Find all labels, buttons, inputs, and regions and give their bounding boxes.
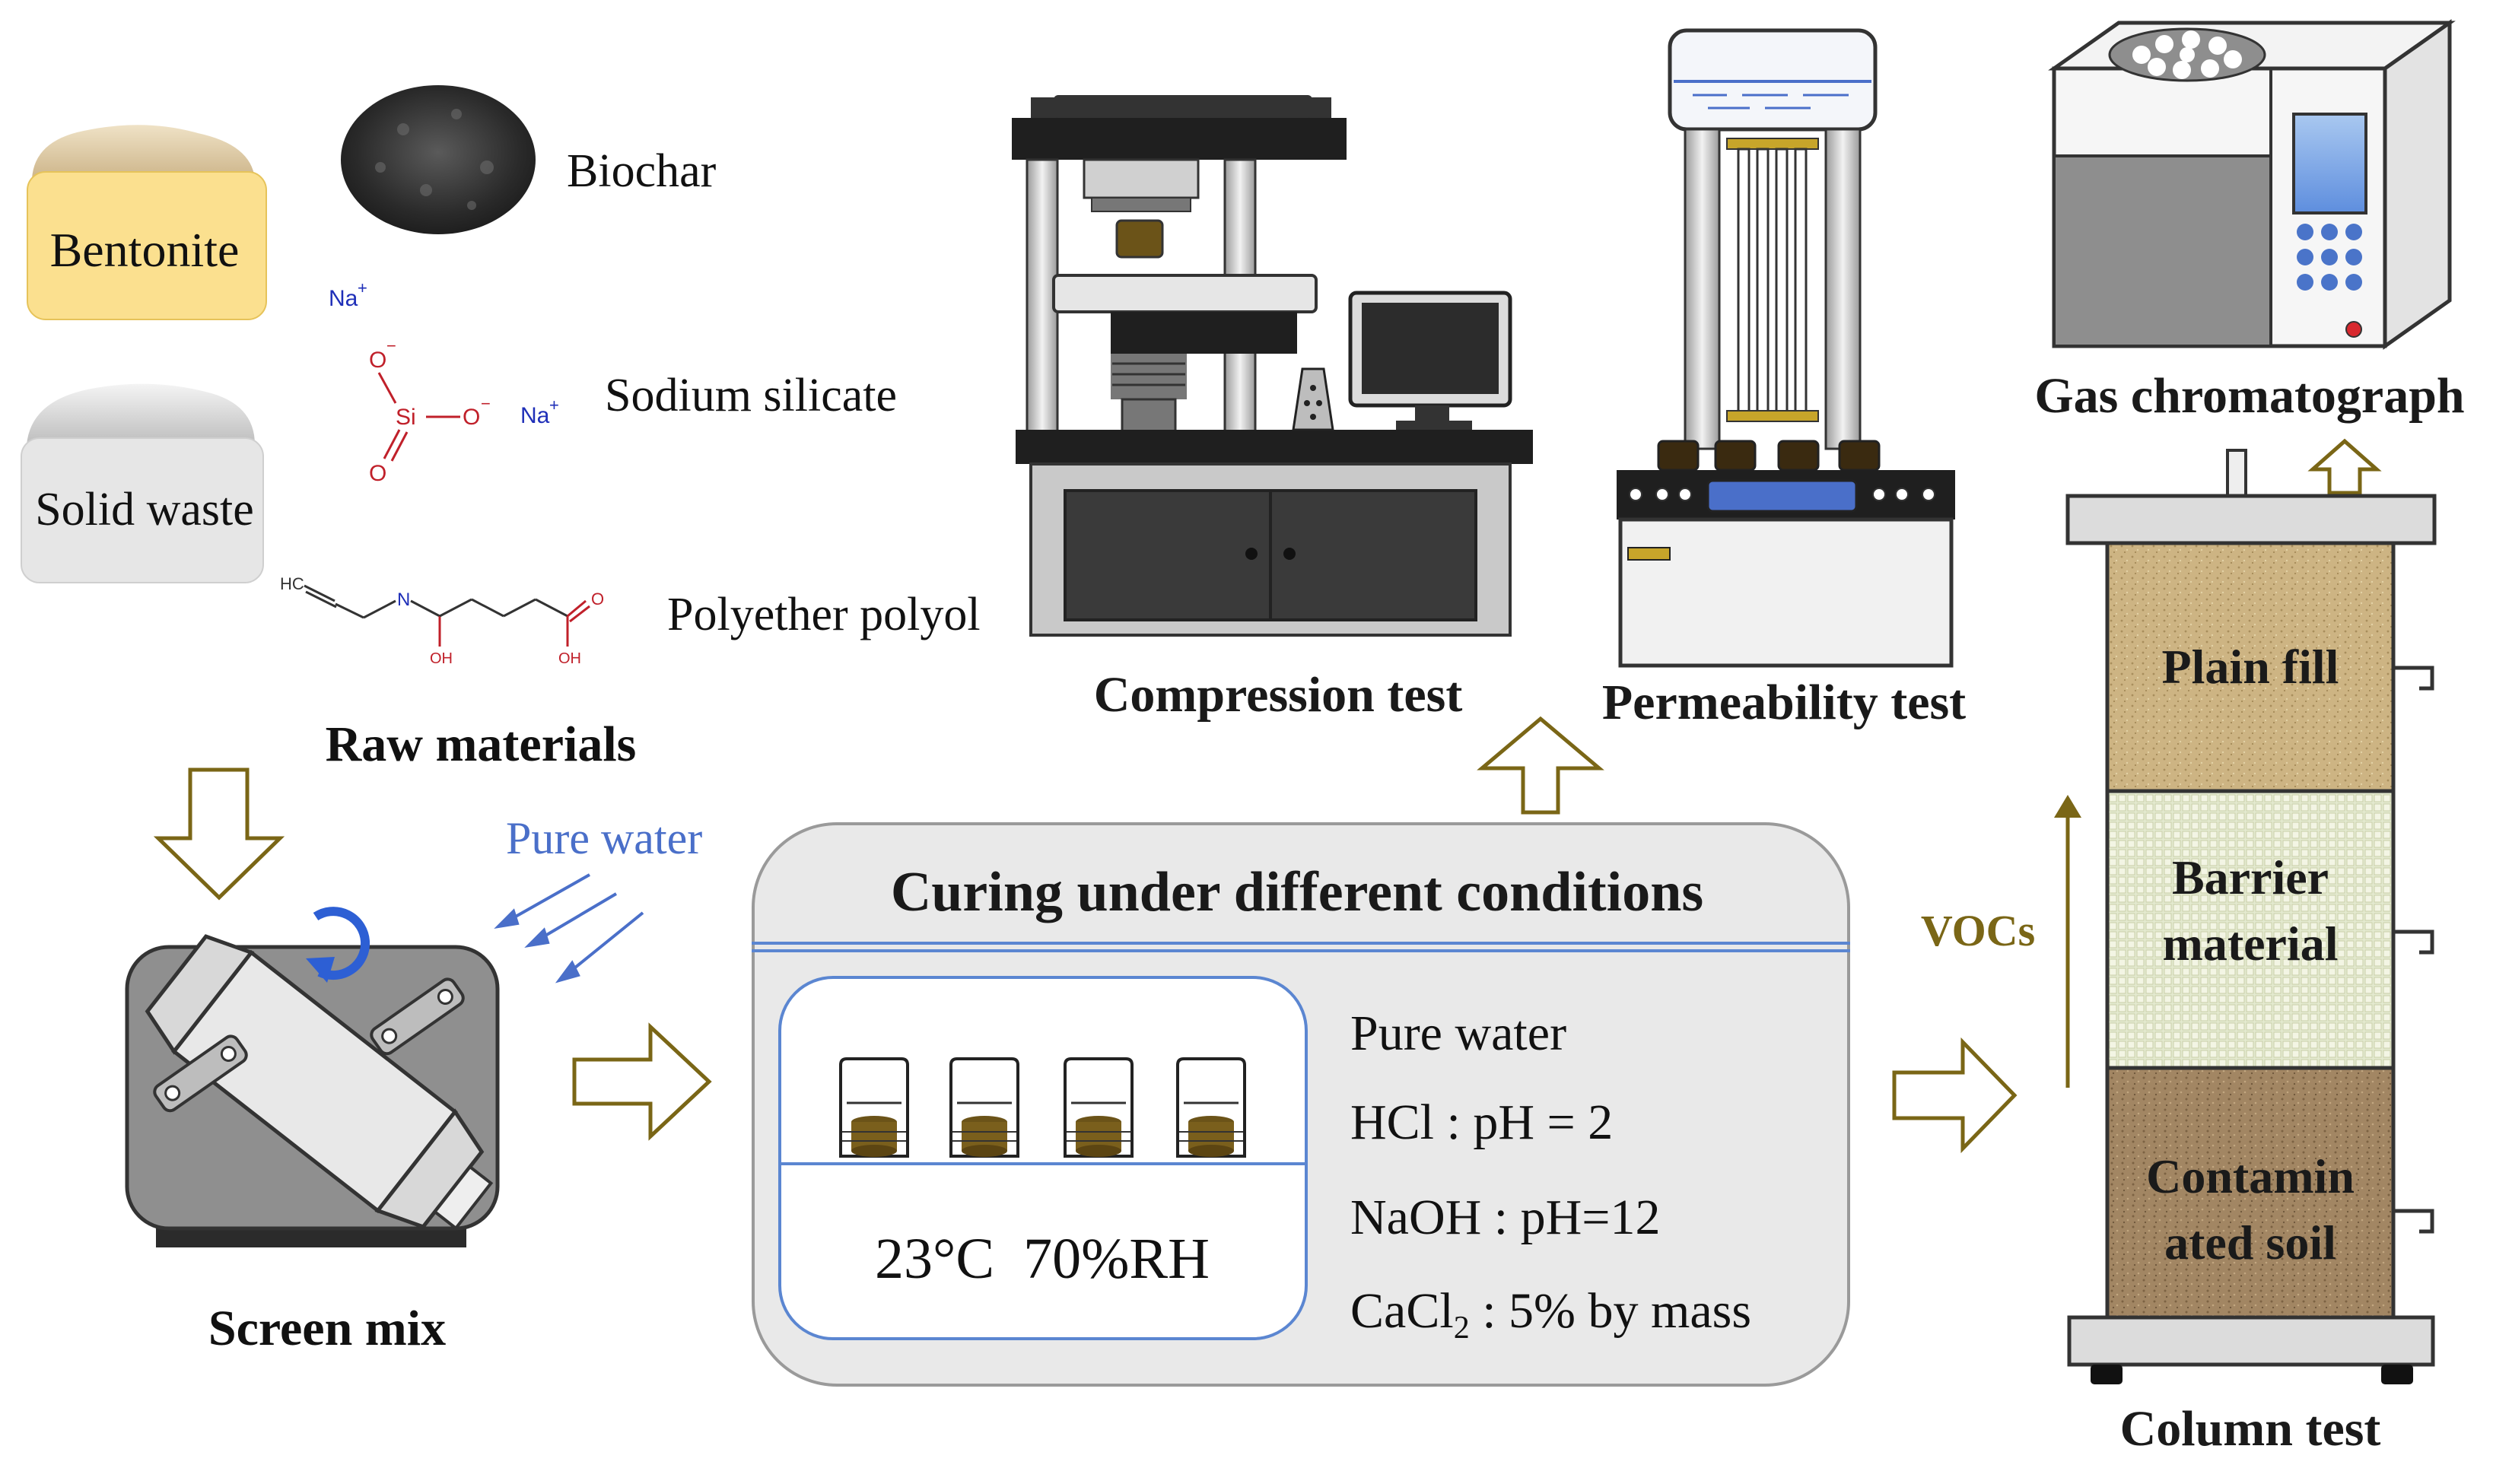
solid-waste-card [21,437,264,583]
condition-naoh: NaOH : pH=12 [1350,1190,1661,1245]
svg-text:Na: Na [329,286,358,311]
barrier-label-line2: material [2163,917,2339,971]
layer-contaminated-soil [2105,1066,2396,1321]
gas-chromatograph-icon [2048,19,2456,350]
contaminated-label-line2: ated soil [2164,1215,2336,1270]
plain-fill-label: Plain fill [2162,640,2339,694]
svg-text:Si: Si [396,405,416,430]
permeability-test-title: Permeability test [1602,675,1966,730]
layer-barrier-material [2105,789,2396,1070]
solid-waste-pile-icon [27,383,255,445]
beaker-icon [839,1057,909,1158]
condition-pure-water: Pure water [1350,1006,1566,1061]
curing-panel: Curing under different conditions [752,822,1850,1387]
column-test-icon: VOCs Plain fill Barrier material Contami… [1921,449,2437,1384]
svg-text:O: O [369,348,386,373]
svg-text:O: O [369,461,386,486]
polyether-polyol-label: Polyether polyol [667,589,981,640]
contaminated-label-line1: Contamin [2146,1149,2355,1203]
svg-text:−: − [481,394,491,413]
chamber-condition: 23°C 70%RH [875,1227,1210,1291]
up-arrow-icon [1477,716,1604,815]
permeability-apparatus-icon [1617,28,1955,668]
beaker-icon [1176,1057,1246,1158]
barrier-label-line1: Barrier [2172,850,2329,904]
compression-machine-icon [1012,95,1533,637]
condition-cacl2: CaCl2 : 5% by mass [1350,1283,1751,1346]
gas-chromatograph-title: Gas chromatograph [2034,368,2464,424]
bentonite-label: Bentonite [50,223,240,277]
svg-text:OH: OH [430,650,453,667]
svg-text:−: − [386,336,396,355]
svg-text:O: O [591,589,604,609]
vocs-label: VOCs [1921,906,2035,955]
sampling-port-icon [2393,666,2434,1234]
right-arrow-icon [1892,1037,2018,1154]
sodium-silicate-structure-icon: Na + O − Si O − O Na + [329,278,559,486]
column-test-title: Column test [2120,1401,2381,1457]
sodium-silicate-label: Sodium silicate [605,370,897,421]
raw-materials-group: Bentonite Solid waste Biochar Na + O − S… [21,85,981,772]
curing-chamber [778,976,1308,1340]
svg-text:+: + [358,278,367,297]
pure-water-label: Pure water [506,813,702,863]
screen-mix-title: Screen mix [208,1301,446,1356]
mixer-vessel-icon [145,934,494,1231]
condition-hcl: HCl : pH = 2 [1350,1095,1613,1150]
svg-text:O: O [463,405,480,430]
screen-mix-group: Pure water Screen mix [125,767,702,1356]
bentonite-card [27,171,267,320]
up-arrow-icon [2307,438,2382,495]
svg-text:Na: Na [520,403,550,428]
svg-text:OH: OH [558,650,581,667]
down-arrow-icon [153,767,285,901]
bentonite-pile-icon [32,125,255,179]
sample-beakers [839,1057,1246,1158]
compression-test-title: Compression test [1094,667,1463,723]
raw-materials-title: Raw materials [326,717,637,772]
solid-waste-label: Solid waste [35,484,254,535]
curing-title: Curing under different conditions [891,861,1703,923]
beaker-icon [1064,1057,1134,1158]
biochar-icon [341,85,536,234]
svg-text:+: + [549,396,559,415]
svg-text:HC: HC [280,574,304,593]
rotation-arrow-icon [313,907,370,980]
beaker-icon [949,1057,1019,1158]
polyether-polyol-structure-icon: HC N OH O OH [280,574,604,667]
right-arrow-icon [572,1022,712,1141]
biochar-label: Biochar [567,145,717,197]
svg-text:N: N [397,589,410,610]
water-stream-arrows-icon [494,873,644,984]
